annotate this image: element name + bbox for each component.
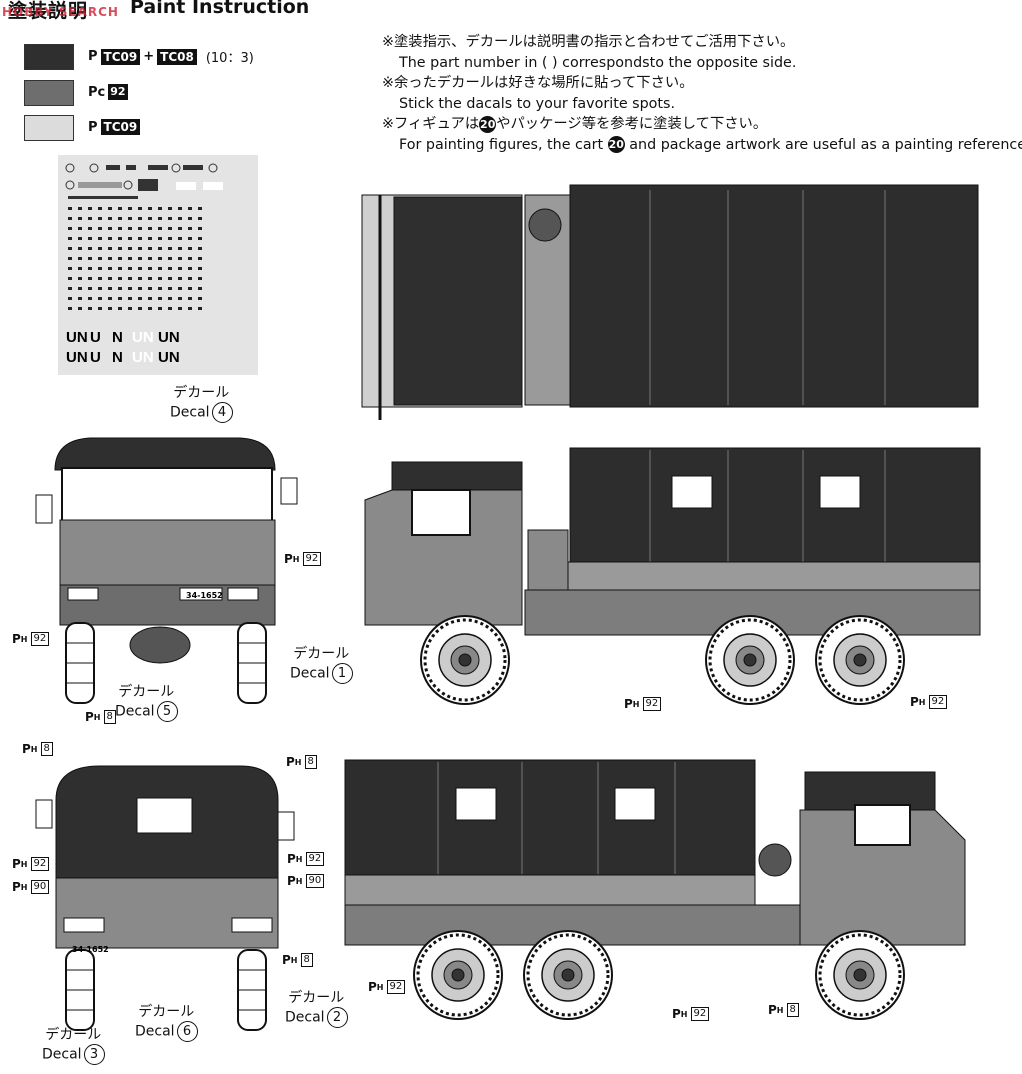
side-view-right: [364, 447, 981, 706]
rear-view: [35, 765, 295, 1031]
page-title: Paint Instruction: [130, 0, 310, 18]
rear-plate: 34-1652: [72, 945, 109, 954]
paint-swatch-dark: [24, 44, 74, 70]
decal-sheet: UN U N UN UN UN U N UN UN: [58, 155, 258, 375]
instruction-notes: ※塗装指示、デカールは説明書の指示と合わせてご活用下さい。 The part n…: [382, 34, 1022, 153]
top-view: [361, 184, 979, 420]
svg-text:UN: UN: [132, 329, 154, 346]
svg-text:N: N: [112, 349, 123, 366]
watermark: HOBBY SEARCH: [2, 5, 119, 19]
page-title-jp: 塗装説明: [8, 0, 89, 22]
svg-text:UN: UN: [66, 329, 88, 346]
decal-sheet-marks: UN U N UN UN UN U N UN UN: [65, 163, 223, 366]
front-plate: 34-1652: [186, 591, 223, 600]
svg-text:UN: UN: [158, 349, 180, 366]
svg-text:UN: UN: [66, 349, 88, 366]
paint-swatch-mid: [24, 80, 74, 106]
svg-text:UN: UN: [158, 329, 180, 346]
svg-text:N: N: [112, 329, 123, 346]
side-view-left: [344, 759, 966, 1021]
front-view: [35, 437, 298, 704]
svg-text:U: U: [90, 329, 101, 346]
part-number-icon: 20: [479, 115, 497, 133]
svg-text:UN: UN: [132, 349, 154, 366]
paint-swatch-light: [24, 115, 74, 141]
svg-text:U: U: [90, 349, 101, 366]
